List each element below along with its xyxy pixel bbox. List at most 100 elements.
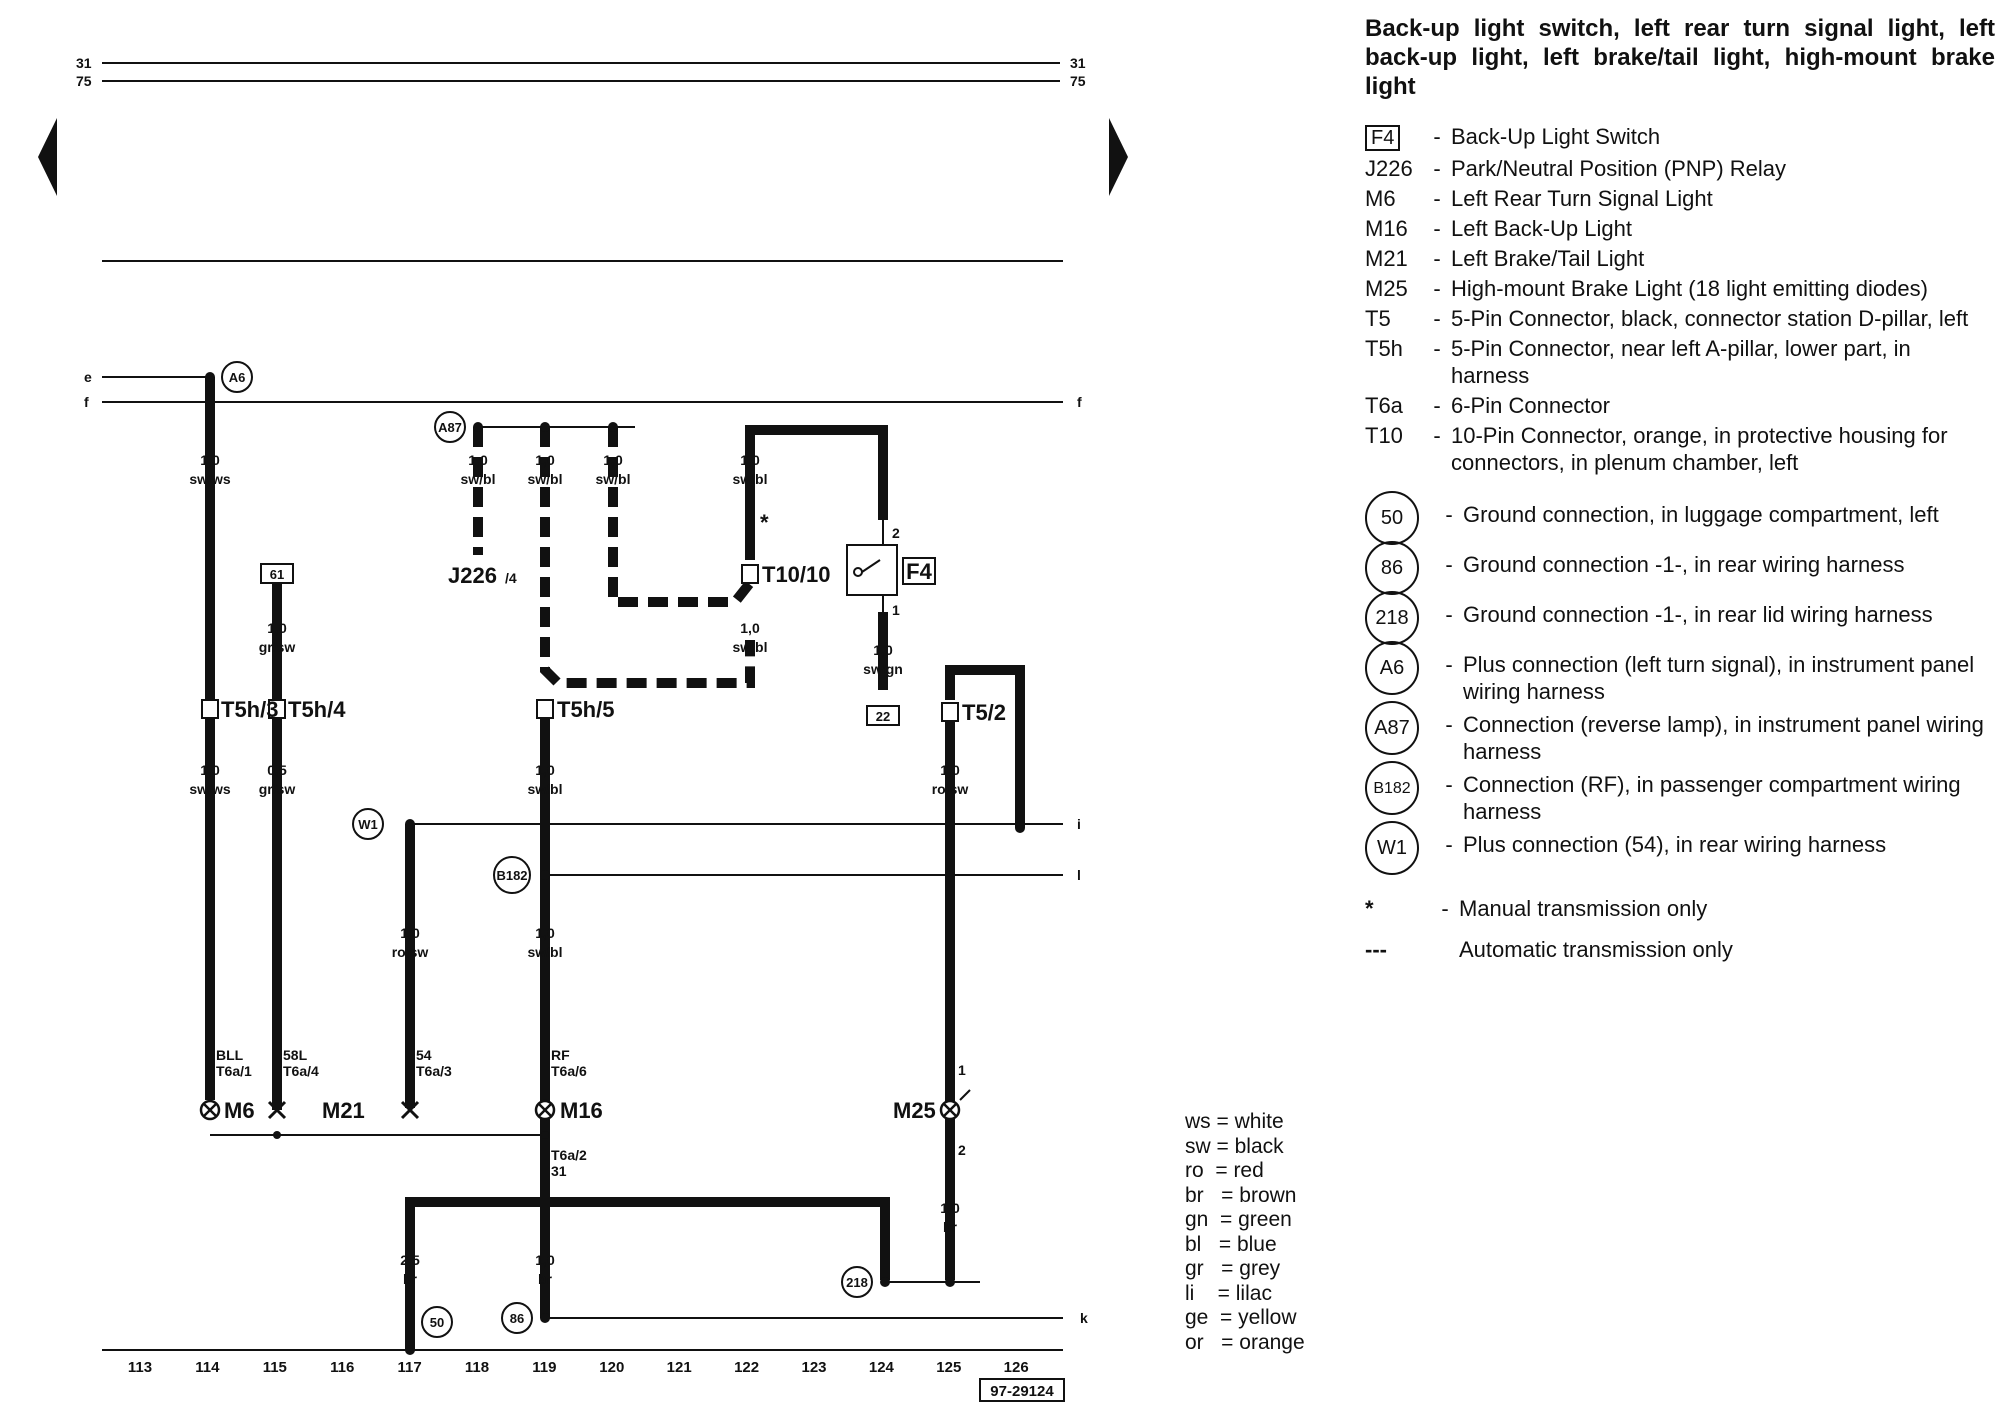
svg-text:f: f <box>84 394 89 410</box>
legend-dash: - <box>1445 712 1453 737</box>
column-number: 122 <box>734 1359 759 1376</box>
bus-75-label-left: 75 <box>76 73 92 89</box>
ground-legend: 50-Ground connection, in luggage compart… <box>1365 491 1995 875</box>
legend-code: J226 <box>1365 156 1413 181</box>
bus-31-75: 31 75 31 75 <box>76 55 1086 89</box>
connector-t5h5: T5h/5 <box>557 697 614 722</box>
legend-row: M6-Left Rear Turn Signal Light <box>1365 185 1995 212</box>
legend-dash: - <box>1445 652 1453 677</box>
ground-text: Ground connection -1-, in rear lid wirin… <box>1463 602 1933 627</box>
bus-31-label-left: 31 <box>76 55 92 71</box>
connector-t5h3: T5h/3 <box>221 697 278 722</box>
ground-row: B182-Connection (RF), in passenger compa… <box>1365 761 1995 825</box>
svg-text:T6a/4: T6a/4 <box>283 1063 319 1079</box>
connector-t5h4: T5h/4 <box>288 697 346 722</box>
svg-text:i: i <box>1077 816 1081 832</box>
legend-dash: - <box>1445 552 1453 577</box>
column-number: 119 <box>532 1359 556 1376</box>
svg-text:1,0: 1,0 <box>940 1200 960 1216</box>
potential-lines: e f f i l k <box>84 369 1088 1326</box>
svg-text:e: e <box>84 369 92 385</box>
node-markers: A6 A87 W1 B182 218 50 86 <box>221 361 873 1338</box>
wires <box>205 377 1025 1350</box>
svg-text:sw/bl: sw/bl <box>527 781 562 797</box>
legend-dash: - <box>1433 156 1441 181</box>
node-86: 86 <box>510 1311 524 1326</box>
node-50: 50 <box>430 1315 444 1330</box>
j226-label: J226 <box>448 563 497 588</box>
node-w1: W1 <box>358 817 378 832</box>
svg-text:1,0: 1,0 <box>603 452 623 468</box>
svg-text:2,5: 2,5 <box>400 1252 420 1268</box>
legend-dash: - <box>1445 832 1453 857</box>
color-key-entry: ro = red <box>1185 1159 1264 1182</box>
color-key-entry: gr = grey <box>1185 1257 1281 1280</box>
notes-legend: *-Manual transmission only---Automatic t… <box>1365 895 1995 963</box>
svg-text:ro/sw: ro/sw <box>932 781 969 797</box>
diagram-title: Back-up light switch, left rear turn sig… <box>1365 15 1995 100</box>
svg-text:sw/bl: sw/bl <box>595 471 630 487</box>
column-number: 125 <box>936 1359 961 1376</box>
svg-text:sw/ws: sw/ws <box>189 471 230 487</box>
svg-text:2: 2 <box>958 1142 966 1158</box>
connector-markers: T5h/3 T5h/4 T5h/5 T10/10 T5/2 J226 /4 * <box>201 510 1006 725</box>
dashed-line-icon: --- <box>1365 937 1387 962</box>
legend-text: 5-Pin Connector, near left A-pillar, low… <box>1451 336 1911 388</box>
ref-code-box <box>979 1378 1065 1402</box>
legend-text: Back-Up Light Switch <box>1451 124 1661 149</box>
ground-symbol-icon: 218 <box>1365 591 1419 645</box>
m25-label: M25 <box>893 1098 936 1123</box>
svg-text:sw/bl: sw/bl <box>527 944 562 960</box>
bulbs: M6 M21 M16 M25 <box>199 1089 971 1123</box>
svg-text:gr/sw: gr/sw <box>259 639 296 655</box>
legend-dash: - <box>1433 186 1441 211</box>
connector-t10: T10/10 <box>762 562 831 587</box>
ground-symbol-icon: A87 <box>1365 701 1419 755</box>
legend-dash: - <box>1433 124 1441 149</box>
svg-text:sw/gn: sw/gn <box>863 661 903 677</box>
legend-text: Left Brake/Tail Light <box>1451 246 1645 271</box>
svg-text:1,0: 1,0 <box>267 620 287 636</box>
node-a87: A87 <box>438 420 462 435</box>
color-key-entry: gn = green <box>1185 1208 1292 1231</box>
ground-text: Ground connection -1-, in rear wiring ha… <box>1463 552 1905 577</box>
legend-text: Park/Neutral Position (PNP) Relay <box>1451 156 1787 181</box>
bulb-terminals: BLL T6a/1 58L T6a/4 54 T6a/3 RF T6a/6 T6… <box>216 1047 966 1179</box>
svg-text:1,0: 1,0 <box>200 762 220 778</box>
legend-dash: - <box>1433 336 1441 361</box>
next-page-arrow-icon[interactable] <box>1109 118 1128 196</box>
svg-text:1,0: 1,0 <box>400 925 420 941</box>
boxes: 61 22 F4 2 1 <box>260 520 936 726</box>
svg-text:T6a/3: T6a/3 <box>416 1063 452 1079</box>
box-f4: F4 <box>906 559 932 584</box>
ground-row: 86-Ground connection -1-, in rear wiring… <box>1365 541 1995 595</box>
legend-dash: - <box>1445 502 1453 527</box>
legend-text: Left Rear Turn Signal Light <box>1451 186 1713 211</box>
legend-dash: - <box>1433 306 1441 331</box>
bus-75-label-right: 75 <box>1070 73 1086 89</box>
ground-text: Ground connection, in luggage compartmen… <box>1463 502 1939 527</box>
svg-text:gr/sw: gr/sw <box>259 781 296 797</box>
legend-row: M16-Left Back-Up Light <box>1365 215 1995 242</box>
legend-text: 10-Pin Connector, orange, in protective … <box>1451 423 1948 475</box>
junction-dots <box>205 372 1025 1355</box>
manual-star: * <box>760 510 769 535</box>
svg-text:sw/bl: sw/bl <box>732 471 767 487</box>
column-number: 120 <box>599 1359 624 1376</box>
svg-text:T6a/6: T6a/6 <box>551 1063 587 1079</box>
svg-text:2: 2 <box>892 525 900 541</box>
m21-label: M21 <box>322 1098 365 1123</box>
svg-text:1,0: 1,0 <box>873 642 893 658</box>
legend-dash: - <box>1433 423 1441 448</box>
legend-row: T10-10-Pin Connector, orange, in protect… <box>1365 422 1995 476</box>
svg-text:1,0: 1,0 <box>535 925 555 941</box>
column-number: 126 <box>1004 1359 1029 1376</box>
svg-text:T6a/2: T6a/2 <box>551 1147 587 1163</box>
legend-text: 6-Pin Connector <box>1451 393 1610 418</box>
legend-text: High-mount Brake Light (18 light emittin… <box>1451 276 1928 301</box>
prev-page-arrow-icon[interactable] <box>38 118 57 196</box>
bulb-m16-icon <box>534 1099 556 1121</box>
note-text: Manual transmission only <box>1459 896 1708 921</box>
svg-text:58L: 58L <box>283 1047 308 1063</box>
